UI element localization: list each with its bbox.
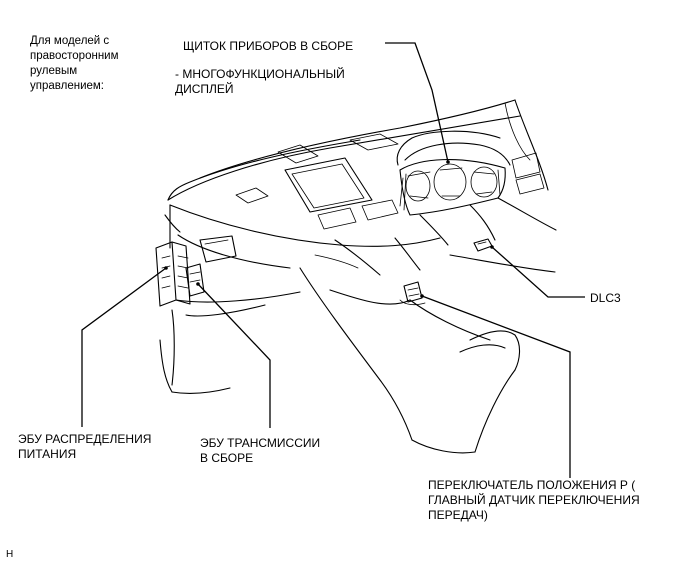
- leader-lines: [81, 42, 585, 478]
- power-ecu-label: ЭБУ РАСПРЕДЕЛЕНИЯ ПИТАНИЯ: [18, 432, 152, 461]
- instrument-cluster: [396, 130, 557, 273]
- trans-ecu-label: ЭБУ ТРАНСМИССИИ В СБОРЕ: [200, 436, 321, 465]
- dlc3-label: DLC3: [590, 291, 621, 305]
- rhd-note: Для моделей с правосторонним рулевым упр…: [30, 35, 119, 92]
- cluster-label: ЩИТОК ПРИБОРОВ В СБОРЕ: [183, 39, 354, 53]
- center-console: [299, 267, 521, 454]
- p-switch-label: ПЕРЕКЛЮЧАТЕЛЬ ПОЛОЖЕНИЯ Р ( ГЛАВНЫЙ ДАТЧ…: [428, 478, 640, 522]
- left-dash-area: [155, 204, 301, 394]
- display-label: - МНОГОФУНКЦИОНАЛЬНЫЙ ДИСПЛЕЙ: [175, 67, 345, 96]
- dashboard-outline: [164, 99, 549, 276]
- corner-code: H: [6, 549, 14, 560]
